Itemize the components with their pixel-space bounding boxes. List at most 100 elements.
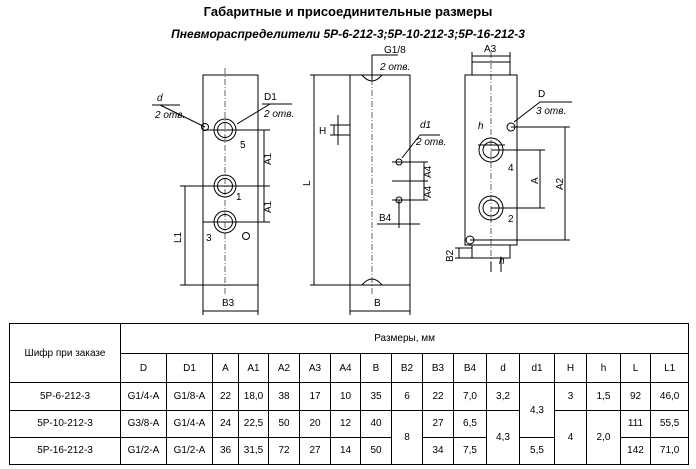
label-h-bottom: h (499, 256, 505, 267)
cell-A: 22 (212, 382, 239, 411)
label-G: G1/8 (384, 45, 406, 56)
cell-A2: 50 (268, 409, 300, 438)
technical-drawing: d 2 отв. D1 2 отв. 5 1 3 A1 A1 L1 B3 G1/… (152, 44, 572, 315)
front-view-body (202, 74, 259, 286)
col-header: H (554, 353, 587, 384)
table-row: 5Р-10-212-3 G3/8-A G1/4-A 24 22,5 50 20 … (9, 409, 690, 466)
cell-B3: 34 (422, 436, 454, 466)
dimensions-group-header: Размеры, мм (119, 322, 690, 355)
label-D: D (538, 89, 545, 100)
label-port-5: 5 (240, 140, 246, 151)
table-row: 5Р-16-212-3 G1/2-A G1/2-A 36 31,5 72 27 … (9, 436, 690, 466)
col-header: d (486, 353, 520, 384)
cell-A1: 31,5 (238, 436, 269, 466)
label-A3: A3 (484, 44, 497, 55)
cell-A1: 18,0 (238, 382, 269, 411)
cell-L1: 71,0 (649, 436, 690, 466)
label-d1-qty: 2 отв. (415, 137, 446, 148)
label-A4-upper: A4 (423, 165, 434, 178)
label-A: A (530, 177, 541, 184)
label-B3: B3 (222, 298, 235, 309)
cell-d: 3,2 (486, 382, 520, 411)
cell-L1: 55,5 (649, 409, 690, 438)
col-header: B2 (391, 353, 423, 384)
cell-B: 40 (360, 409, 392, 438)
cell-L: 142 (620, 436, 651, 466)
cell-A2: 72 (268, 436, 300, 466)
cell-L1: 46,0 (649, 382, 690, 411)
label-A1-lower: A1 (263, 200, 274, 213)
page-subtitle: Пневмораспределители 5Р-6-212-3;5Р-10-21… (171, 27, 525, 41)
cell-B2-merged: 8 (391, 409, 423, 466)
col-header: D (120, 353, 167, 384)
cell-B4: 7,0 (453, 382, 487, 411)
cell-L: 92 (620, 382, 651, 411)
cell-A3: 20 (299, 409, 331, 438)
cell-B3: 22 (422, 382, 454, 411)
cell-A4: 10 (330, 382, 361, 411)
col-header: B4 (453, 353, 487, 384)
cell-B: 50 (360, 436, 392, 466)
col-header: d1 (519, 353, 555, 384)
col-header: A1 (238, 353, 269, 384)
mount-hole-lower (242, 232, 250, 240)
cell-B4: 6,5 (453, 409, 487, 438)
cell-D: G3/8-A (120, 409, 167, 438)
label-B2: B2 (445, 249, 456, 262)
label-port-1: 1 (236, 192, 242, 203)
cell-d1-merged: 4,3 (519, 382, 555, 438)
order-code-header: Шифр при заказе (9, 322, 121, 384)
cell-D: G1/2-A (120, 436, 167, 466)
cell-code: 5Р-16-212-3 (9, 436, 121, 466)
label-d: d (157, 93, 163, 104)
cell-H-merged: 4 (554, 409, 587, 466)
col-header: L1 (649, 353, 690, 384)
cell-d1: 5,5 (519, 436, 555, 466)
page-title: Габаритные и присоединительные размеры (203, 4, 493, 19)
cell-B3: 27 (422, 409, 454, 438)
table-row: 5Р-6-212-3 G1/4-A G1/8-A 22 18,0 38 17 1… (9, 382, 690, 438)
label-A2: A2 (555, 177, 566, 190)
label-B: B (374, 298, 381, 309)
col-header: A4 (330, 353, 361, 384)
dimensions-table: Шифр при заказе Размеры, мм D D1 A A1 A2… (9, 322, 690, 466)
cell-A2: 38 (268, 382, 300, 411)
cell-B4: 7,5 (453, 436, 487, 466)
col-header: B3 (422, 353, 454, 384)
label-port-4: 4 (508, 163, 514, 174)
cell-A: 36 (212, 436, 239, 466)
cell-A4: 12 (330, 409, 361, 438)
label-A4-lower: A4 (423, 185, 434, 198)
col-header: D1 (166, 353, 213, 384)
col-header: L (620, 353, 651, 384)
col-header: h (586, 353, 621, 384)
cell-A4: 14 (330, 436, 361, 466)
cell-code: 5Р-10-212-3 (9, 409, 121, 438)
label-D1: D1 (264, 92, 277, 103)
label-d1: d1 (420, 120, 431, 131)
label-H: H (319, 126, 326, 137)
side-view-body (349, 74, 411, 286)
label-D-qty: 3 отв. (536, 106, 566, 117)
cell-A: 24 (212, 409, 239, 438)
label-port-3: 3 (206, 233, 212, 244)
cell-H: 3 (554, 382, 587, 411)
label-L: L (302, 180, 313, 186)
cell-D1: G1/8-A (166, 382, 213, 411)
cell-d-merged: 4,3 (486, 409, 520, 466)
label-G-qty: 2 отв. (379, 62, 410, 73)
label-B4: B4 (379, 213, 392, 224)
cell-D: G1/4-A (120, 382, 167, 411)
cell-B2: 6 (391, 382, 423, 411)
cell-A3: 17 (299, 382, 331, 411)
cell-code: 5Р-6-212-3 (9, 382, 121, 411)
cell-L: 111 (620, 409, 651, 438)
label-L1: L1 (173, 231, 184, 243)
col-header: A2 (268, 353, 300, 384)
cell-h-merged: 2,0 (586, 409, 621, 466)
col-header: A3 (299, 353, 331, 384)
cell-D1: G1/4-A (166, 409, 213, 438)
label-A1-upper: A1 (263, 152, 274, 165)
col-header: A (212, 353, 239, 384)
label-D1-qty: 2 отв. (263, 109, 294, 120)
